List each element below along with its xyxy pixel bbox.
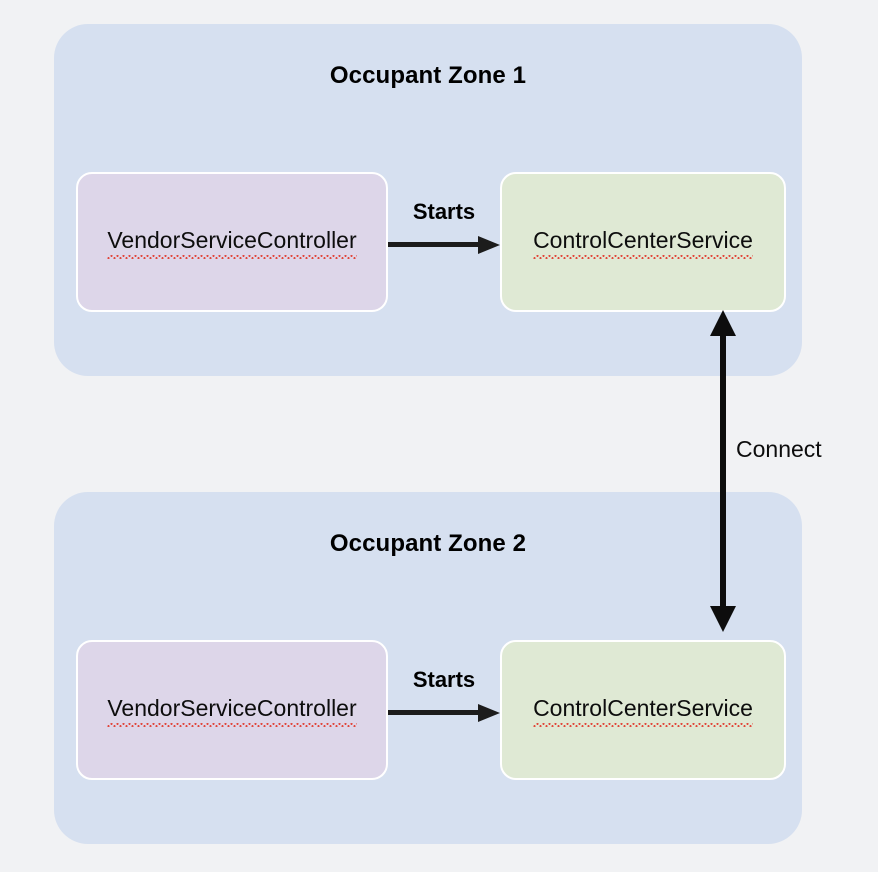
occupant-zone-1-container[interactable]: Occupant Zone 1 VendorServiceController … bbox=[54, 24, 802, 376]
arrow-head-down-icon bbox=[710, 606, 736, 632]
zone-2-starts-arrow bbox=[388, 704, 500, 722]
zone-2-starts-edge-label: Starts bbox=[412, 667, 476, 692]
zone-1-control-center-service-node[interactable]: ControlCenterService bbox=[500, 172, 786, 312]
zone-1-starts-arrow bbox=[388, 236, 500, 254]
occupant-zone-2-container[interactable]: Occupant Zone 2 VendorServiceController … bbox=[54, 492, 802, 844]
zone-1-vendor-service-controller-node[interactable]: VendorServiceController bbox=[76, 172, 388, 312]
zone-2-vendor-service-controller-label: VendorServiceController bbox=[107, 696, 357, 727]
zone-2-control-center-service-node[interactable]: ControlCenterService bbox=[500, 640, 786, 780]
connect-edge-label: Connect bbox=[736, 436, 822, 462]
arrow-shaft bbox=[388, 710, 480, 715]
arrow-shaft bbox=[720, 324, 726, 618]
occupant-zone-2-title: Occupant Zone 2 bbox=[329, 530, 527, 557]
occupant-zone-1-title: Occupant Zone 1 bbox=[329, 62, 527, 89]
connect-bidirectional-arrow bbox=[710, 310, 736, 632]
zone-2-vendor-service-controller-node[interactable]: VendorServiceController bbox=[76, 640, 388, 780]
zone-1-starts-edge-label: Starts bbox=[412, 199, 476, 224]
arrow-head-right-icon bbox=[478, 236, 500, 254]
arrow-shaft bbox=[388, 242, 480, 247]
zone-1-vendor-service-controller-label: VendorServiceController bbox=[107, 228, 357, 259]
arrow-head-right-icon bbox=[478, 704, 500, 722]
zone-1-control-center-service-label: ControlCenterService bbox=[533, 228, 753, 259]
zone-2-control-center-service-label: ControlCenterService bbox=[533, 696, 753, 727]
